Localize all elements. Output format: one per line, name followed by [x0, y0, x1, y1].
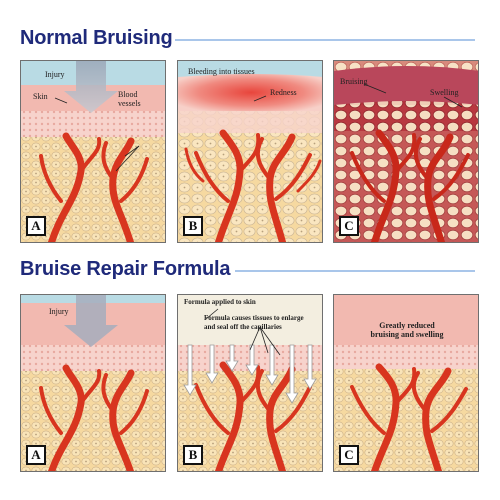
- label-formula-causes: Formula causes tissues to enlarge and se…: [204, 314, 304, 331]
- section-title-normal: Normal Bruising: [20, 27, 173, 49]
- panel-formula-a: Injury A: [20, 294, 166, 472]
- title-divider-normal: [175, 39, 475, 41]
- label-bruising: Bruising: [340, 77, 368, 86]
- label-redness: Redness: [270, 88, 297, 97]
- panel-letter-c-2: C: [339, 445, 359, 465]
- panel-formula-b: Formula applied to skin Formula causes t…: [177, 294, 323, 472]
- label-swelling: Swelling: [430, 88, 459, 97]
- title-divider-formula: [235, 270, 475, 272]
- panel-letter-b: B: [183, 216, 203, 236]
- panel-letter-c: C: [339, 216, 359, 236]
- panel-formula-a-art: [21, 295, 165, 471]
- label-formula-applied: Formula applied to skin: [184, 298, 256, 306]
- white-arrows-icon: [183, 344, 317, 404]
- label-injury: Injury: [45, 70, 65, 79]
- panel-formula-b-art: [178, 295, 322, 471]
- arrow-down-icon: [64, 295, 118, 347]
- panel-normal-b-art: [178, 61, 322, 242]
- label-blood-vessels: Blood vessels: [118, 90, 141, 108]
- panel-formula-c-art: [334, 295, 478, 471]
- label-skin: Skin: [33, 92, 48, 101]
- label-bleeding: Bleeding into tissues: [188, 67, 255, 76]
- panel-normal-c: Bruising Swelling C: [333, 60, 479, 243]
- panel-normal-b: Bleeding into tissues Redness B: [177, 60, 323, 243]
- panel-formula-c: Greatly reduced bruising and swelling C: [333, 294, 479, 472]
- label-greatly-reduced: Greatly reduced bruising and swelling: [370, 321, 444, 339]
- panel-normal-a: Injury Skin Blood vessels A: [20, 60, 166, 243]
- panel-letter-b-2: B: [183, 445, 203, 465]
- panel-letter-a: A: [26, 216, 46, 236]
- label-injury-2: Injury: [49, 307, 69, 316]
- arrow-down-icon: [64, 61, 118, 113]
- section-title-formula: Bruise Repair Formula: [20, 258, 231, 280]
- panel-letter-a-2: A: [26, 445, 46, 465]
- panel-normal-a-art: [21, 61, 165, 242]
